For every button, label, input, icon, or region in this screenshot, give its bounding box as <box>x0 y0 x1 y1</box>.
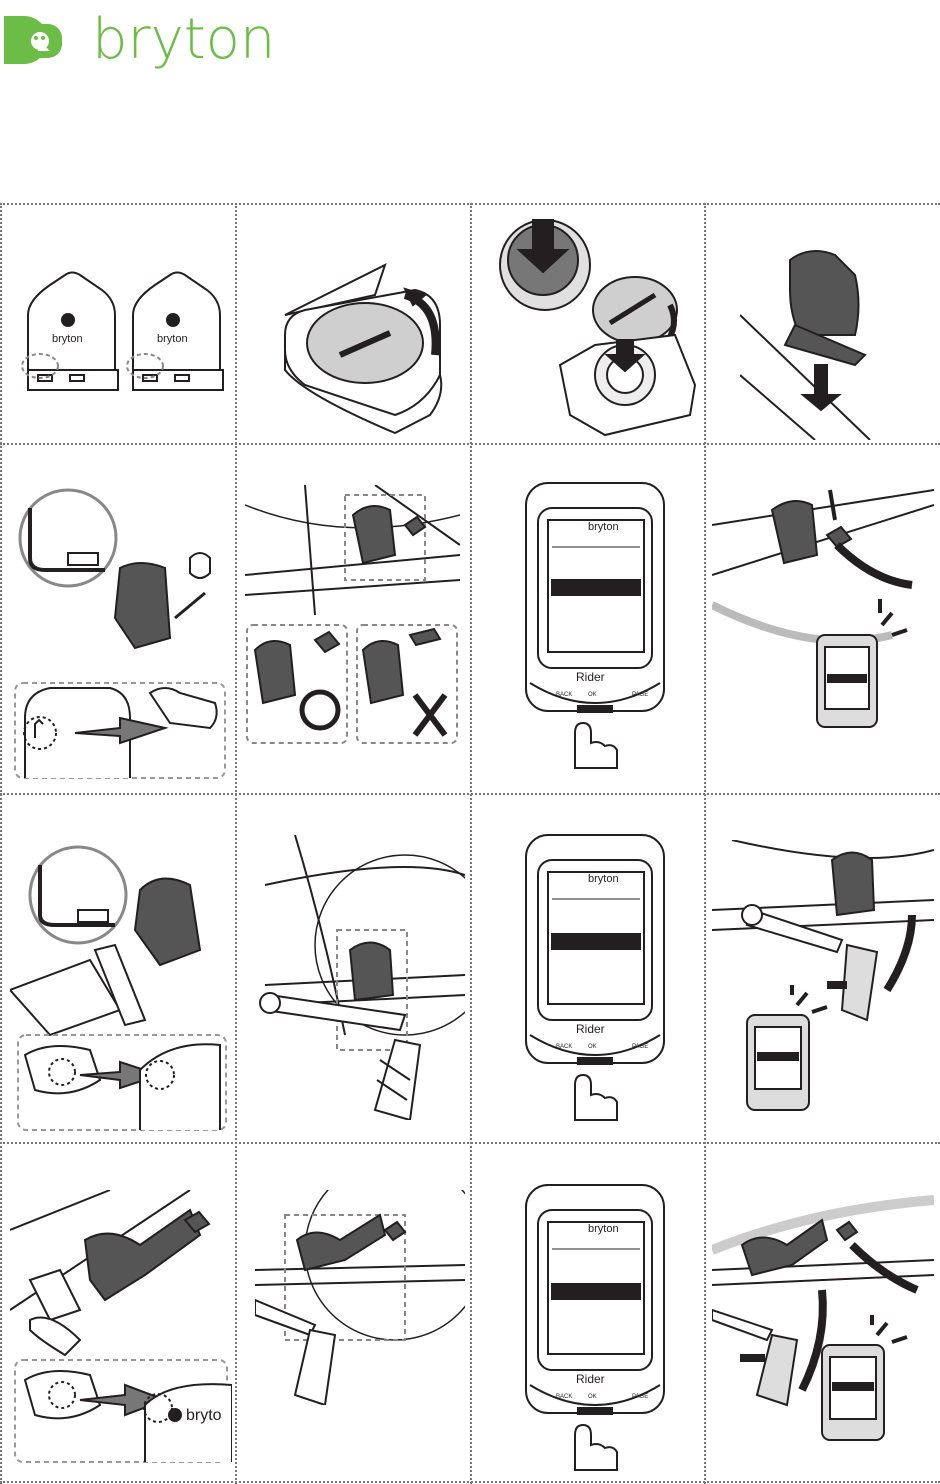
grid-line-left <box>0 203 2 1484</box>
step-sensor-on-stay <box>740 245 935 440</box>
button-back-label: BACK <box>556 692 572 698</box>
bryton-logo: bryton <box>0 8 290 72</box>
step-align-magnet-speed <box>245 485 460 747</box>
wrong-mark-icon <box>412 693 448 737</box>
magnet-icon <box>825 525 853 549</box>
button-ok-label: OK <box>588 1394 597 1400</box>
step-open-battery-cover <box>265 255 465 440</box>
arrow-icon <box>849 1242 919 1294</box>
magnet-icon <box>148 687 218 730</box>
crank-icon <box>263 993 407 1032</box>
finger-press-icon <box>574 1073 618 1121</box>
sensor-icon <box>351 505 397 565</box>
screen-brand: bryton <box>588 873 619 885</box>
sensor-icon <box>830 851 876 917</box>
magnet-icon <box>189 552 211 579</box>
button-page-label: PAGE <box>632 692 648 698</box>
button-back-label: BACK <box>556 1394 572 1400</box>
sensor-icon: bryton <box>21 271 119 391</box>
arrow-icon <box>800 364 842 412</box>
magnet-icon <box>403 515 427 537</box>
step-align-magnet-cadence <box>255 835 465 1120</box>
step-spin-wheel-speed <box>712 485 934 733</box>
pedal-icon <box>293 1328 337 1405</box>
step-spin-combo <box>712 1190 934 1445</box>
magnet-icon <box>183 1210 211 1234</box>
arrow-icon <box>834 542 913 589</box>
inset-brand: bryto <box>186 1407 222 1424</box>
pedal-icon <box>840 943 879 1022</box>
svg-text:bryton: bryton <box>52 333 83 345</box>
finger-press-icon <box>574 1423 618 1471</box>
sensor-icon <box>789 250 860 336</box>
sensor-icon <box>770 500 819 565</box>
sensor-icon <box>133 877 202 967</box>
button-page-label: PAGE <box>632 1394 648 1400</box>
device-model: Rider <box>576 1022 605 1036</box>
screen-brand: bryton <box>588 521 619 533</box>
ok-mark-icon <box>299 689 341 731</box>
step-pair-speed-device: bryton Rider BACK OK PAGE <box>520 478 670 778</box>
sensor-icon <box>113 562 172 650</box>
grid-line-col1 <box>235 203 237 1484</box>
step-sensor-pair: bryton bryton <box>10 260 230 420</box>
screen-brand: bryton <box>588 1223 619 1235</box>
sensor-icon <box>348 941 395 1002</box>
button-back-label: BACK <box>556 1044 572 1050</box>
crank-icon <box>712 1308 774 1342</box>
device-model: Rider <box>576 670 605 684</box>
step-magnet-mount-cadence <box>10 840 232 1135</box>
step-insert-battery <box>495 215 705 440</box>
step-magnet-mount-combo: bryto <box>10 1190 232 1470</box>
wheel-icon <box>314 854 465 1036</box>
bryton-mark-icon <box>4 16 62 64</box>
step-magnet-mount-speed <box>10 488 232 783</box>
finger-press-icon <box>574 721 618 769</box>
step-align-magnet-combo <box>255 1190 465 1405</box>
sensor-icon: bryton <box>126 271 224 391</box>
button-ok-label: OK <box>588 692 597 698</box>
sensor-icon <box>83 1208 202 1302</box>
svg-text:bryton: bryton <box>157 333 188 345</box>
magnet-icon <box>835 1220 859 1242</box>
arrow-icon <box>74 716 169 745</box>
sensor-icon <box>740 1218 829 1277</box>
pedal-icon <box>755 1333 799 1407</box>
magnet-icon <box>383 1220 407 1242</box>
pedal-icon <box>373 1038 422 1120</box>
button-page-label: PAGE <box>632 1044 648 1050</box>
grid-line-col2 <box>470 203 472 1484</box>
device-model: Rider <box>576 1372 605 1386</box>
sensor-icon <box>295 1213 387 1272</box>
button-ok-label: OK <box>588 1044 597 1050</box>
step-spin-crank-cadence <box>712 840 934 1115</box>
brand-name: bryton <box>92 7 276 72</box>
step-pair-combo-device: bryton Rider BACK OK PAGE <box>520 1180 670 1480</box>
arrow-icon <box>883 914 916 993</box>
step-pair-cadence-device: bryton Rider BACK OK PAGE <box>520 830 670 1130</box>
grid-line-col3 <box>704 203 706 1484</box>
